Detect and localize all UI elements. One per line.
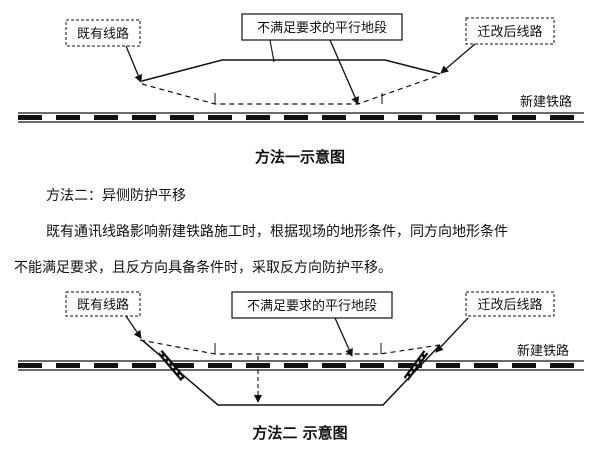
relocated-line-label-box-1 bbox=[465, 17, 555, 45]
existing-line-dashed-1 bbox=[141, 74, 441, 105]
arrow-relocated-2 bbox=[435, 317, 469, 353]
caption-method1: 方法一示意图 bbox=[254, 148, 345, 166]
relocated-line-label-2: 迁改后线路 bbox=[477, 297, 542, 313]
existing-line-label-2: 既有线路 bbox=[77, 297, 129, 313]
crossing-protection-right bbox=[403, 350, 429, 381]
relocated-line-label-1: 迁改后线路 bbox=[477, 24, 542, 40]
nonconforming-label-box-1 bbox=[241, 13, 403, 41]
new-railway-track-1 bbox=[18, 112, 584, 123]
arrow-existing-1 bbox=[125, 45, 142, 83]
existing-line-label-box-1 bbox=[65, 19, 141, 47]
existing-line-label-1: 既有线路 bbox=[77, 26, 129, 42]
arrow-nonconforming-right-2 bbox=[334, 317, 353, 357]
relocated-line-1 bbox=[141, 59, 441, 82]
caption-method2: 方法二 示意图 bbox=[252, 424, 348, 442]
arrow-relocated-1 bbox=[440, 43, 476, 74]
arrow-nonconforming-left-1 bbox=[269, 39, 275, 63]
method2-heading: 方法二：异侧防护平移 bbox=[46, 188, 186, 204]
nonconforming-label-1: 不满足要求的平行地段 bbox=[257, 20, 387, 36]
paragraph-line1: 既有通讯线路影响新建铁路施工时，根据现场的地形条件，同方向地形条件 bbox=[46, 224, 508, 240]
relocated-line-label-box-2 bbox=[465, 291, 555, 317]
new-railway-label-2: 新建铁路 bbox=[517, 343, 569, 359]
diagram-method2: 既有线路 不满足要求的平行地段 迁改后线路 新建铁路 bbox=[18, 291, 584, 406]
new-railway-track-2 bbox=[18, 360, 584, 371]
relocated-line-2 bbox=[141, 339, 441, 406]
arrow-existing-2 bbox=[125, 315, 142, 339]
diagram-method1: 既有线路 不满足要求的平行地段 迁改后线路 新建铁路 bbox=[18, 13, 584, 123]
paragraph-line2: 不能满足要求，且反方向具备条件时，采取反方向防护平移。 bbox=[14, 260, 392, 276]
nonconforming-label-2: 不满足要求的平行地段 bbox=[247, 298, 377, 314]
existing-line-dashed-2 bbox=[139, 339, 441, 355]
existing-line-label-box-2 bbox=[65, 291, 141, 317]
nonconforming-label-box-2 bbox=[231, 291, 393, 319]
crossing-protection-left bbox=[157, 350, 186, 381]
new-railway-label-1: 新建铁路 bbox=[520, 94, 572, 110]
arrow-nonconforming-right-1 bbox=[329, 39, 359, 105]
